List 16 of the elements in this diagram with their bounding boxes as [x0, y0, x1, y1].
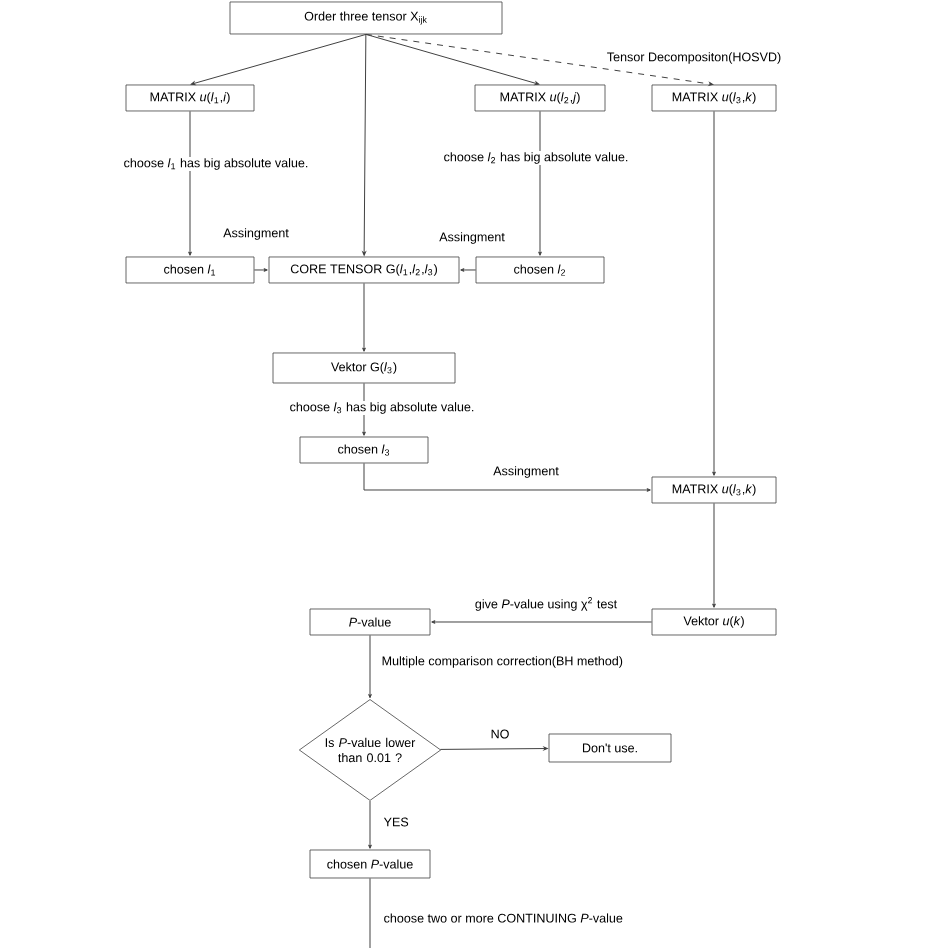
arrow — [538, 110, 542, 256]
arrow — [362, 33, 367, 256]
arrow — [253, 268, 268, 272]
arrow — [368, 634, 372, 699]
arrow — [431, 620, 653, 624]
arrow — [365, 33, 540, 86]
arrow — [460, 268, 477, 272]
arrow — [365, 33, 714, 86]
arrow — [188, 110, 192, 256]
arrow — [712, 502, 716, 608]
arrow — [190, 33, 367, 86]
arrow — [363, 462, 651, 492]
arrow — [439, 746, 548, 751]
arrow — [712, 110, 716, 476]
arrow — [368, 800, 372, 849]
arrow — [362, 282, 366, 352]
